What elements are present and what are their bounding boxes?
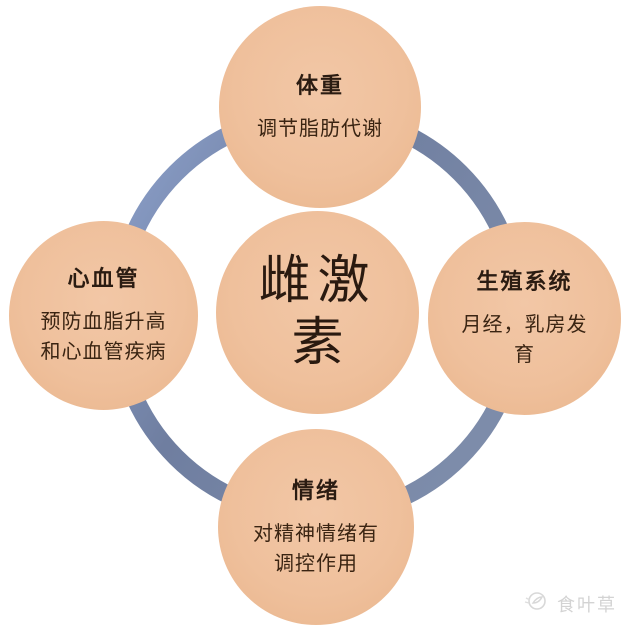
center-title-line1: 雌激 — [258, 251, 377, 312]
watermark: 食叶草 — [523, 588, 617, 619]
leaf-logo-icon — [523, 588, 549, 619]
desc-line: 月经，乳房发 — [461, 312, 588, 336]
center-title: 雌激 素 — [258, 251, 376, 374]
node-weight-desc: 调节脂肪代谢 — [257, 113, 383, 143]
node-weight: 体重 调节脂肪代谢 — [219, 6, 421, 208]
desc-line: 预防血脂升高 — [40, 309, 167, 333]
desc-line: 调控作用 — [274, 550, 358, 575]
node-emotion-title: 情绪 — [291, 477, 340, 504]
desc-line: 和心血管疾病 — [40, 339, 167, 363]
node-weight-title: 体重 — [295, 72, 344, 99]
node-emotion: 情绪 对精神情绪有 调控作用 — [218, 429, 414, 625]
center-title-line2: 素 — [291, 312, 344, 373]
desc-line: 对精神情绪有 — [253, 520, 379, 545]
desc-line: 育 — [514, 342, 535, 366]
node-center-estrogen: 雌激 素 — [216, 211, 419, 414]
watermark-text: 食叶草 — [557, 594, 617, 616]
desc-line: 调节脂肪代谢 — [257, 115, 383, 140]
node-cardiovascular-title: 心血管 — [67, 266, 140, 292]
node-emotion-desc: 对精神情绪有 调控作用 — [253, 518, 379, 578]
node-reproductive: 生殖系统 月经，乳房发 育 — [428, 222, 621, 415]
node-cardiovascular-desc: 预防血脂升高 和心血管疾病 — [41, 306, 167, 366]
node-cardiovascular: 心血管 预防血脂升高 和心血管疾病 — [9, 221, 198, 410]
node-reproductive-title: 生殖系统 — [476, 269, 573, 295]
node-reproductive-desc: 月经，乳房发 育 — [462, 309, 588, 369]
